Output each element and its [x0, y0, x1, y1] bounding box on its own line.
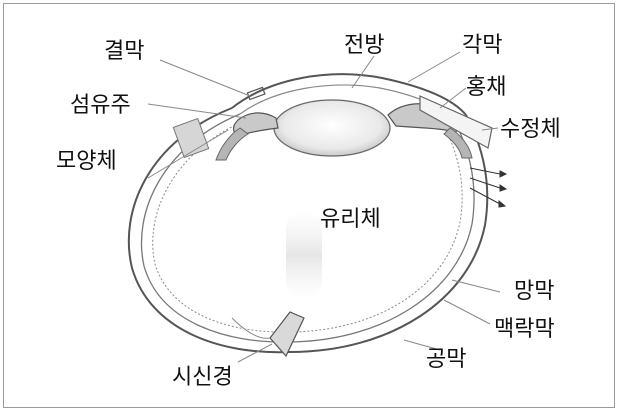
label-lens: 수정체	[500, 117, 561, 142]
leader-conjunctiva	[160, 60, 250, 96]
outflow-arrow-2	[470, 178, 500, 188]
optic-nerve-body	[270, 312, 304, 356]
optic-nerve-sheath	[232, 318, 270, 338]
leader-zonule	[148, 104, 246, 118]
label-choroid: 맥락막	[494, 317, 555, 342]
label-conjunctiva: 결막	[104, 39, 144, 64]
label-retina: 망막	[514, 279, 554, 304]
anterior-segment	[173, 74, 492, 160]
leader-retina	[452, 280, 500, 292]
leader-cornea	[408, 52, 460, 82]
label-zonule: 섬유주	[70, 93, 131, 118]
label-vitreous: 유리체	[320, 207, 381, 232]
label-sclera: 공막	[426, 347, 466, 372]
label-optic-nerve: 시신경	[172, 365, 233, 390]
label-anterior-chamber: 전방	[344, 33, 384, 58]
outflow-arrowhead-1	[500, 171, 506, 177]
label-ciliary-body: 모양체	[56, 149, 117, 174]
outflow-arrowhead-3	[499, 201, 505, 207]
vitreous-glow	[286, 210, 322, 300]
leader-anterior-chamber	[352, 56, 374, 88]
label-iris: 홍채	[466, 75, 506, 100]
outflow-arrowhead-2	[500, 185, 506, 191]
label-cornea: 각막	[462, 33, 502, 58]
lens-shape	[274, 100, 390, 156]
leader-choroid	[444, 300, 490, 324]
